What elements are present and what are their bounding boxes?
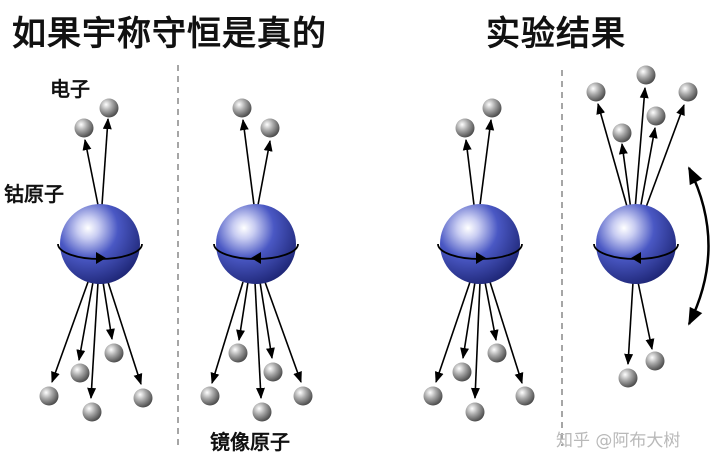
electron-ball xyxy=(645,351,665,371)
electron-ball xyxy=(465,402,485,422)
electron-ball xyxy=(455,118,475,138)
panel-cobalt-atom xyxy=(39,98,153,422)
electron-ball xyxy=(293,386,313,406)
electron-ball xyxy=(612,123,632,143)
electron-ball xyxy=(133,388,153,408)
electron-ball xyxy=(104,343,124,363)
electron-ball xyxy=(70,363,90,383)
panel-result-a xyxy=(423,98,535,422)
flip-arrow xyxy=(687,166,710,326)
mirror-atom xyxy=(216,204,296,284)
spin-arrow xyxy=(631,252,641,264)
electron-ball xyxy=(636,65,656,85)
electron-ball xyxy=(200,386,220,406)
electron-ball xyxy=(39,386,59,406)
electron-ball xyxy=(260,118,280,138)
panel-result-b xyxy=(586,65,710,388)
label-cobalt-atom: 钴原子 xyxy=(4,182,64,206)
spin-arrow xyxy=(96,252,106,264)
electron-ball xyxy=(74,118,94,138)
electron-ball xyxy=(263,362,283,382)
electron-ball xyxy=(228,343,248,363)
electron-ball xyxy=(452,362,472,382)
electron-ball xyxy=(482,98,502,118)
electron-ball xyxy=(82,402,102,422)
spin-arrow xyxy=(476,252,486,264)
electron-ball xyxy=(618,368,638,388)
electron-ball xyxy=(487,343,507,363)
electron-ball xyxy=(232,98,252,118)
cobalt-atom xyxy=(60,204,140,284)
title-left: 如果宇称守恒是真的 xyxy=(12,14,327,54)
electron-ball xyxy=(99,98,119,118)
label-electron: 电子 xyxy=(50,77,90,101)
electron-ball xyxy=(423,386,443,406)
electron-ball xyxy=(678,82,698,102)
watermark: 知乎 @阿布大树 xyxy=(556,431,681,451)
title-right: 实验结果 xyxy=(486,14,626,54)
electron-ball xyxy=(515,386,535,406)
electron-ball xyxy=(646,106,666,126)
cobalt-atom xyxy=(440,204,520,284)
spin-arrow xyxy=(251,252,261,264)
label-mirror-atom: 镜像原子 xyxy=(210,430,290,454)
electron-ball xyxy=(586,82,606,102)
cobalt-atom xyxy=(596,204,676,284)
panel-mirror-atom xyxy=(200,98,313,422)
electron-ball xyxy=(252,402,272,422)
